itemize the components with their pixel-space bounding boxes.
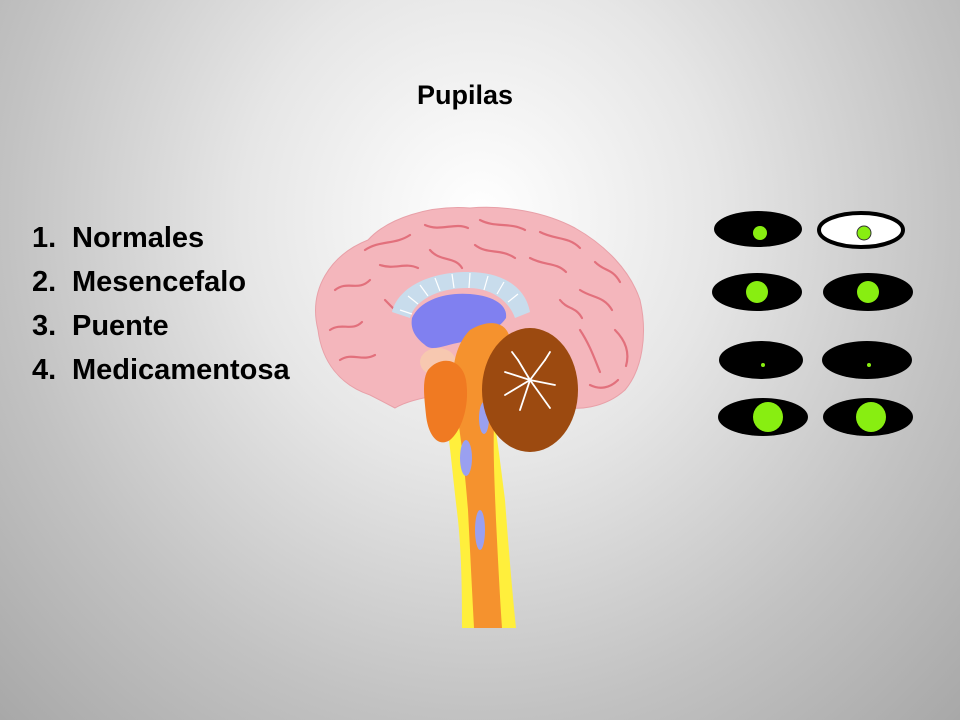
brain-sagittal-illustration [315, 206, 645, 628]
option-item-mesencefalo: 2. Mesencefalo [32, 260, 290, 304]
pupil-row3-left [761, 363, 765, 367]
option-label: Normales [72, 222, 205, 254]
option-label: Mesencefalo [72, 266, 247, 298]
slide-title: Pupilas [416, 80, 514, 110]
pupil-row2-left [746, 281, 768, 303]
option-list: 1. Normales 2. Mesencefalo 3. Puente 4. Medi… [32, 216, 290, 392]
cistern [475, 510, 485, 550]
pupil-row1-right [856, 225, 872, 241]
cerebellum-folia [504, 351, 556, 411]
eye-row3-right [822, 341, 912, 379]
option-label: Medicamentosa [72, 354, 290, 386]
cerebellum [482, 328, 578, 452]
option-label: Puente [72, 310, 169, 342]
option-number: 4. [32, 354, 57, 386]
corpus-callosum [392, 272, 530, 318]
option-item-medicamentosa: 4. Medicamentosa [32, 348, 290, 392]
option-number: 1. [32, 222, 57, 254]
pupil-row2-right [857, 281, 879, 303]
pupil-row4-right [856, 402, 886, 432]
option-number: 3. [32, 310, 57, 342]
option-item-puente: 3. Puente [32, 304, 290, 348]
option-item-normales: 1. Normales [32, 216, 290, 260]
pupil-row4-left [753, 402, 783, 432]
pupil-row3-right [867, 363, 871, 367]
midbrain [424, 360, 468, 443]
cistern [460, 440, 472, 476]
pupil-row1-left [753, 226, 767, 240]
callosum-stripes [399, 272, 519, 315]
eye-row3-left [719, 341, 803, 379]
pupil-comparison-panel [712, 211, 913, 436]
option-number: 2. [32, 266, 57, 298]
